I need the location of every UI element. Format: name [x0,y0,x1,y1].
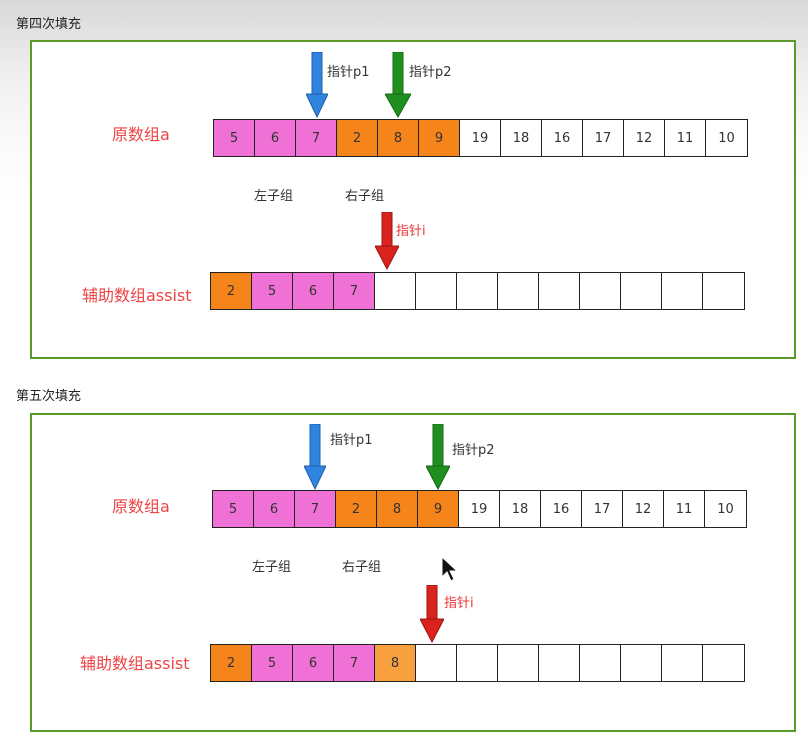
array-cell [580,645,621,681]
array-cell: 10 [706,120,747,156]
array-cell: 7 [295,491,336,527]
array-cell: 7 [334,273,375,309]
array-cell: 12 [623,491,664,527]
i-label: 指针i [444,596,474,611]
array-cell [662,645,703,681]
array-cell [580,273,621,309]
assist-array-label: 辅助数组assist [80,654,190,673]
array-cell: 2 [337,120,378,156]
array-cell: 10 [705,491,746,527]
array-cell [703,273,744,309]
array-cell: 8 [378,120,419,156]
array-cell [375,273,416,309]
array-cell [416,273,457,309]
array-cell: 18 [500,491,541,527]
array-cell: 16 [542,120,583,156]
array-cell [416,645,457,681]
array-cell: 2 [211,645,252,681]
array-cell: 7 [296,120,337,156]
array-cell [662,273,703,309]
panel-fill-5 [30,413,796,732]
array-cell: 19 [460,120,501,156]
array-cell: 8 [377,491,418,527]
right-group-label: 右子组 [345,189,385,204]
array-cell: 11 [664,491,705,527]
array-cell [539,645,580,681]
array-cell: 9 [418,491,459,527]
array-cell: 12 [624,120,665,156]
array-cell: 6 [254,491,295,527]
array-cell [703,645,744,681]
original-array-label: 原数组a [112,125,170,144]
assist-array-label: 辅助数组assist [82,286,192,305]
array-cell: 2 [211,273,252,309]
p1-label: 指针p1 [330,433,373,448]
array-cell: 11 [665,120,706,156]
i-arrow-icon [420,585,444,643]
p1-arrow-icon [306,52,328,118]
array-cell: 19 [459,491,500,527]
array-cell: 18 [501,120,542,156]
array-cell: 5 [214,120,255,156]
p2-label: 指针p2 [452,443,495,458]
p2-arrow-icon [385,52,411,118]
array-cell: 16 [541,491,582,527]
array-cell [457,273,498,309]
array-cell: 8 [375,645,416,681]
array-cell: 17 [583,120,624,156]
array-cell [498,273,539,309]
array-cell: 6 [293,273,334,309]
array-cell [539,273,580,309]
array-cell [621,273,662,309]
array-cell: 5 [213,491,254,527]
array-cell: 2 [336,491,377,527]
i-label: 指针i [396,224,426,239]
array-cell: 6 [293,645,334,681]
left-group-label: 左子组 [252,560,292,575]
right-group-label: 右子组 [342,560,382,575]
i-arrow-icon [375,212,399,270]
p1-label: 指针p1 [327,65,370,80]
original-array-label: 原数组a [112,497,170,516]
section-title-4: 第四次填充 [16,17,82,32]
array-cell: 5 [252,273,293,309]
array-cell: 17 [582,491,623,527]
mouse-cursor-icon [441,556,458,582]
p2-arrow-icon [426,424,450,490]
array-cell [457,645,498,681]
left-group-label: 左子组 [254,189,294,204]
p2-label: 指针p2 [409,65,452,80]
section-title-5: 第五次填充 [16,389,82,404]
array-cell: 6 [255,120,296,156]
array-cell: 9 [419,120,460,156]
panel-fill-4 [30,40,796,359]
array-cell [621,645,662,681]
p1-arrow-icon [304,424,326,490]
array-cell [498,645,539,681]
array-cell: 5 [252,645,293,681]
array-cell: 7 [334,645,375,681]
